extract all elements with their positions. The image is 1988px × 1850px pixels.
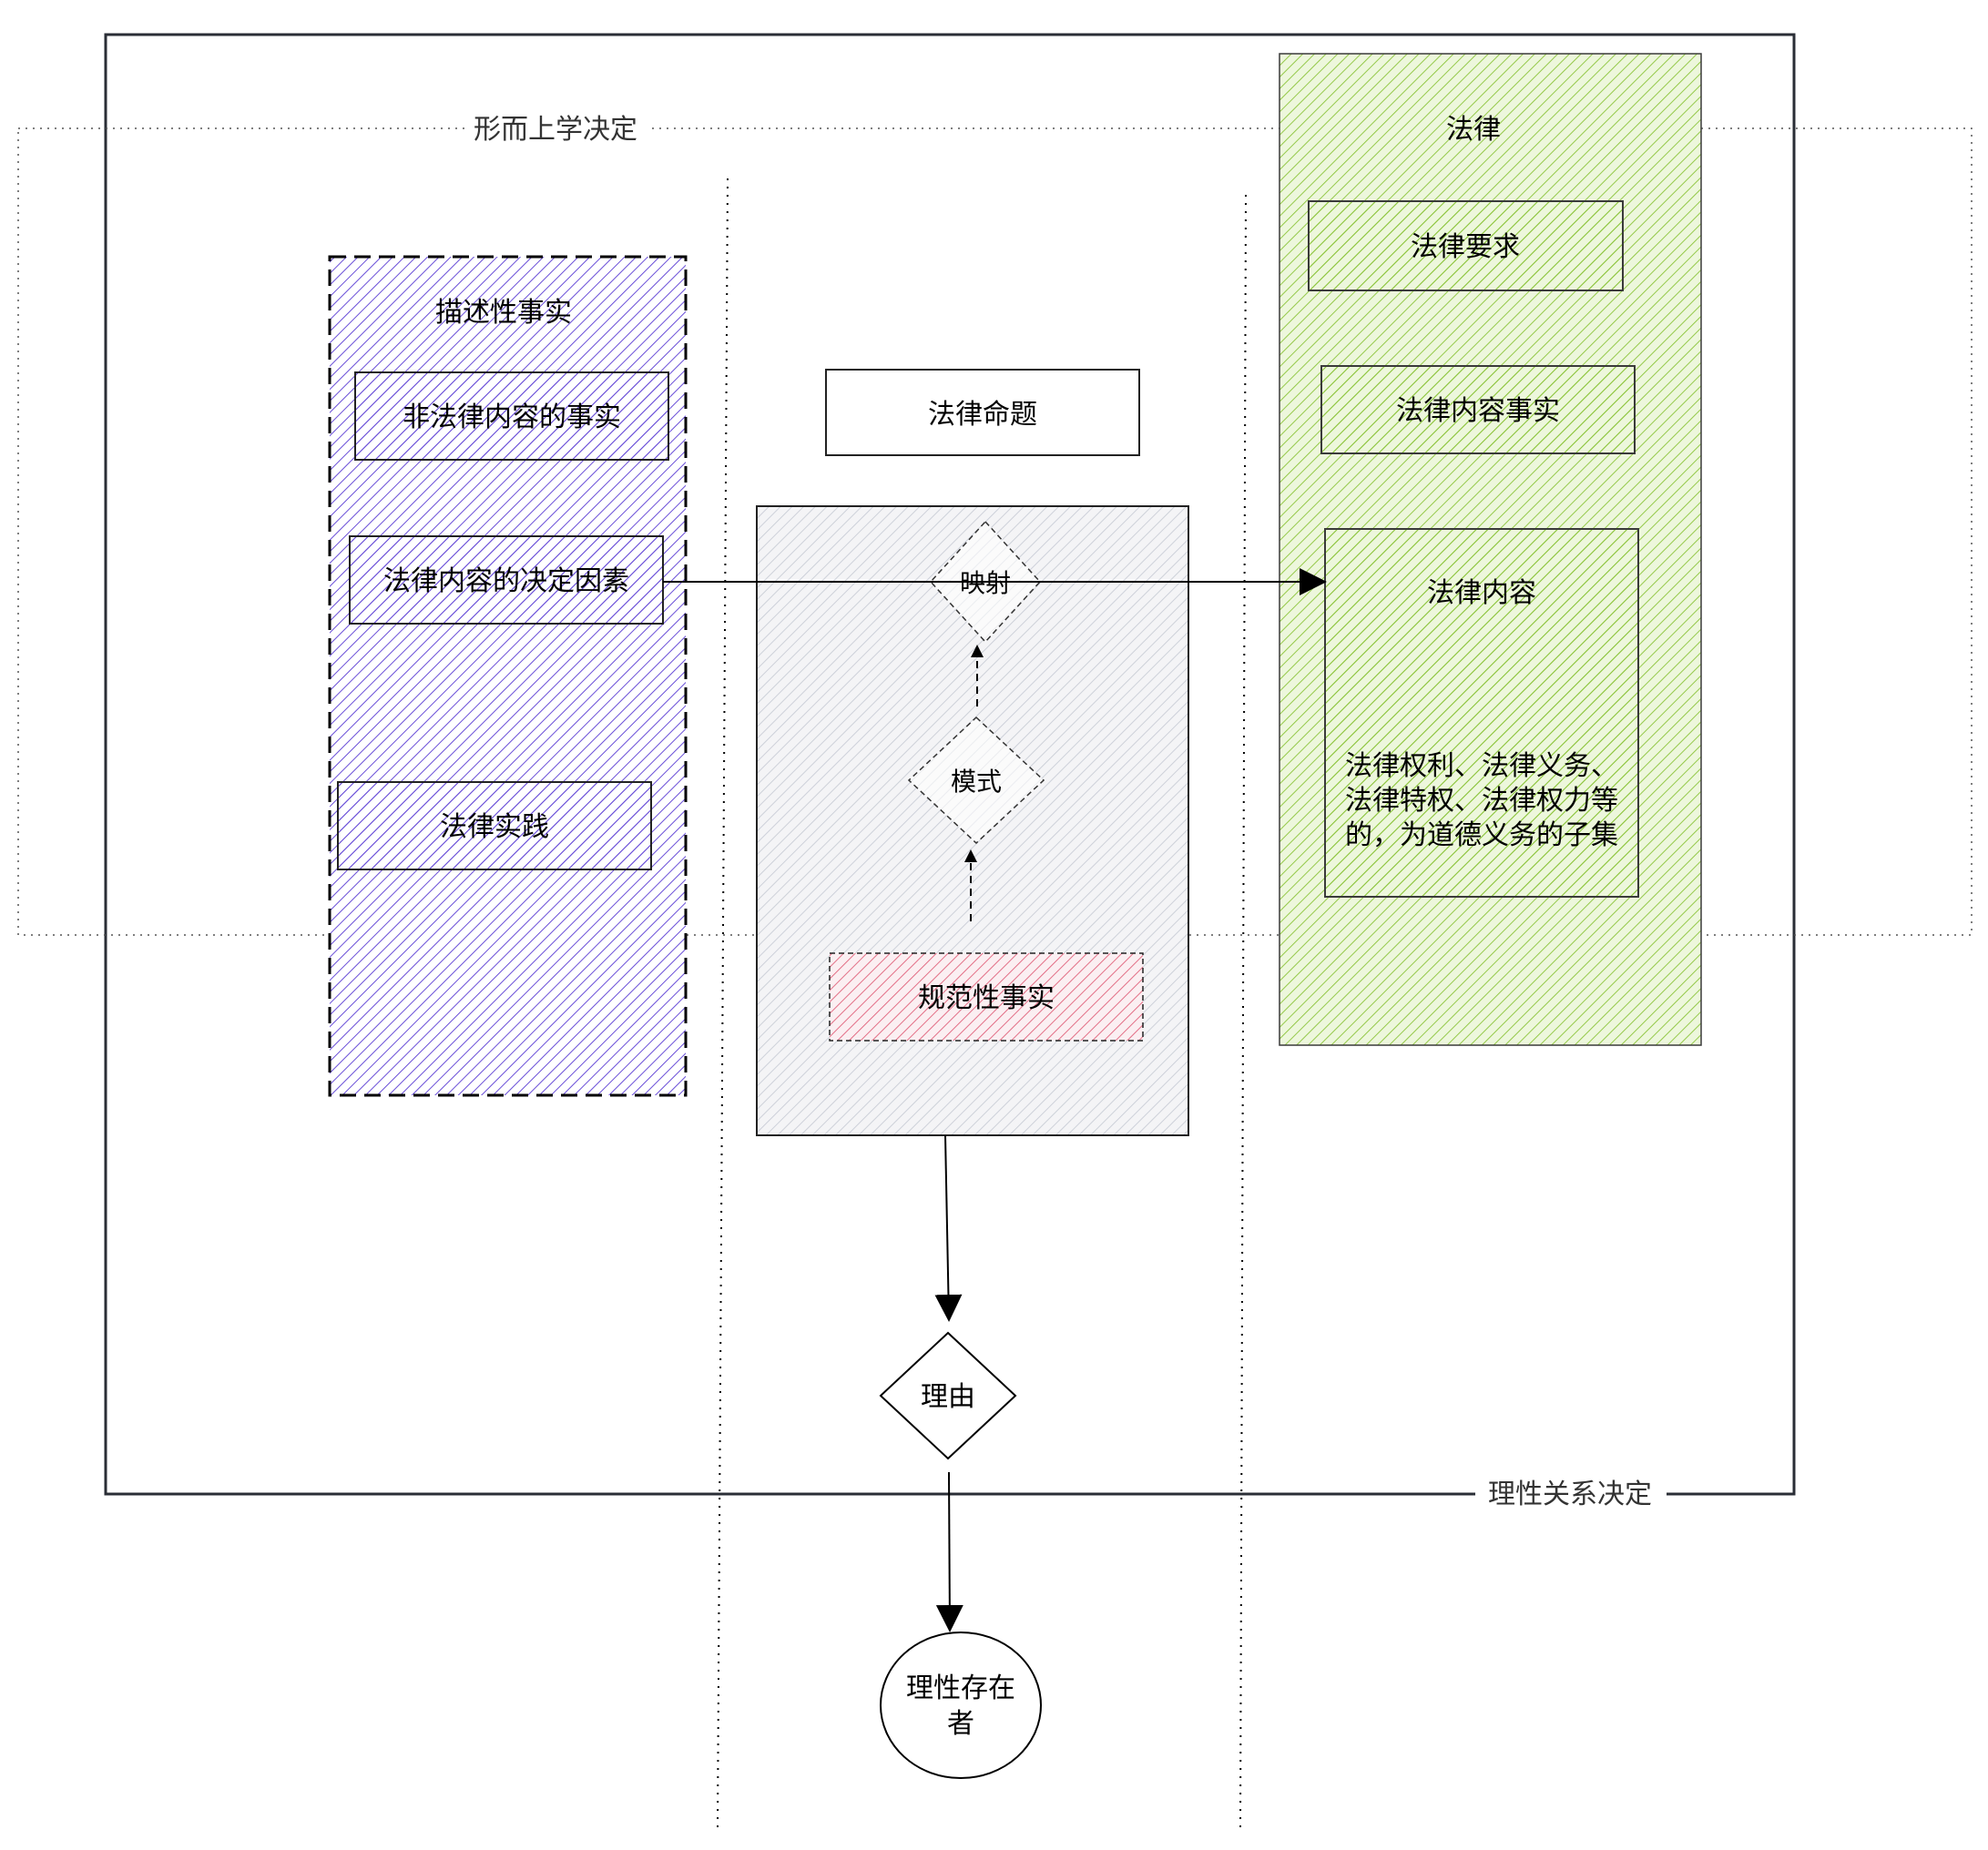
- law-title: 法律: [1446, 114, 1501, 146]
- mapping-label: 映射: [960, 568, 1011, 598]
- metaphysical-label: 形而上学决定: [474, 114, 637, 146]
- lane-separator-left: [717, 178, 729, 1829]
- legal-content-facts-box[interactable]: [1320, 365, 1636, 454]
- rational-relation-label: 理性关系决定: [1488, 1479, 1652, 1510]
- legal-content-facts-label: 法律内容事实: [1396, 395, 1560, 427]
- reason-diamond[interactable]: [879, 1331, 1017, 1460]
- legal-requirements-box[interactable]: [1308, 200, 1624, 291]
- rational-being-line-1: 理性存在: [906, 1672, 1015, 1704]
- metaphysical-band: [17, 127, 1973, 936]
- legal-content-label: 法律内容: [1427, 577, 1536, 609]
- normative-facts-label: 规范性事实: [918, 982, 1055, 1014]
- legal-practice-box[interactable]: [337, 781, 652, 870]
- legal-determinants-label: 法律内容的决定因素: [383, 565, 629, 597]
- legal-proposition-box[interactable]: [825, 369, 1140, 456]
- descriptive-facts-title: 描述性事实: [435, 297, 572, 329]
- legal-proposition-label: 法律命题: [928, 399, 1037, 431]
- lane-separator-right: [1239, 194, 1247, 1829]
- legal-determinants-box[interactable]: [349, 535, 664, 625]
- pattern-label: 模式: [951, 767, 1002, 797]
- legal-content-desc-line-2: 法律特权、法律权力等: [1345, 785, 1618, 817]
- legal-content-desc-line-3: 的，为道德义务的子集: [1345, 819, 1618, 851]
- legal-requirements-label: 法律要求: [1411, 231, 1520, 263]
- legal-content-box[interactable]: [1324, 528, 1639, 898]
- normative-facts-box[interactable]: [829, 952, 1144, 1042]
- legal-content-desc-line-1: 法律权利、法律义务、: [1345, 750, 1618, 782]
- reason-label: 理由: [921, 1381, 975, 1413]
- arrow-container-to-reason: [934, 1134, 963, 1322]
- legal-practice-label: 法律实践: [440, 811, 549, 843]
- non-legal-facts-box[interactable]: [354, 371, 669, 461]
- pattern-diamond[interactable]: [907, 716, 1045, 845]
- rational-being-circle[interactable]: [880, 1631, 1042, 1779]
- rational-being-line-2: 者: [947, 1708, 974, 1740]
- non-legal-facts-label: 非法律内容的事实: [403, 402, 621, 433]
- arrow-reason-to-being: [935, 1471, 963, 1632]
